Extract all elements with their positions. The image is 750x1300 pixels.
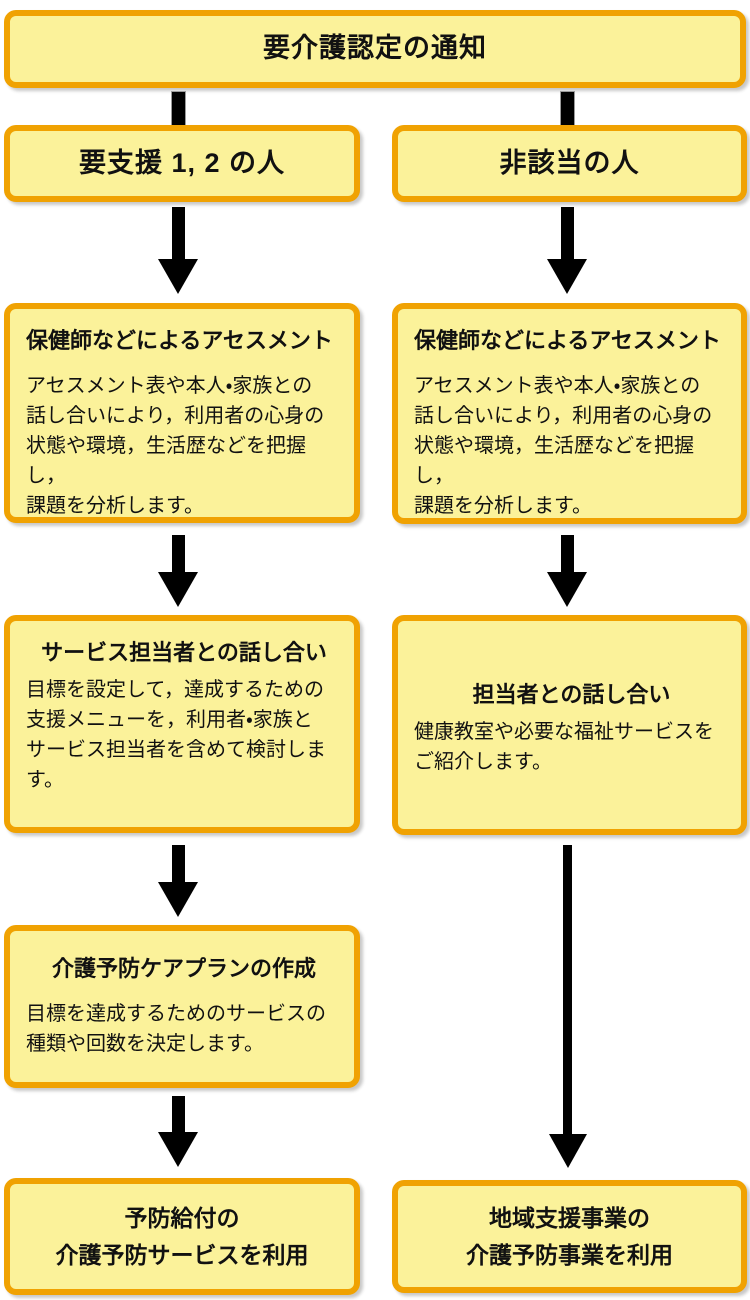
down-arrow-icon: [547, 207, 587, 295]
left-assessment-body: アセスメント表や本人・家族との 話し合いにより，利用者の心身の 状態や環境，生活…: [26, 374, 325, 517]
not-eligible-box: 非該当の人: [392, 125, 747, 202]
left-final-box: 予防給付の 介護予防サービスを利用: [4, 1178, 360, 1295]
right-final-box: 地域支援事業の 介護予防事業を利用: [392, 1180, 747, 1293]
long-down-arrow-icon: [549, 845, 587, 1168]
right-meeting-title: 担当者との話し合い: [472, 682, 671, 708]
left-meeting-title: サービス担当者との話し合い: [41, 640, 327, 665]
right-assessment-box: 保健師などによるアセスメント アセスメント表や本人・家族との 話し合いにより，利…: [392, 303, 747, 524]
not-eligible-title: 非該当の人: [499, 147, 640, 178]
right-final-title: 地域支援事業の 介護予防事業を利用: [466, 1204, 673, 1268]
arrow-head: [547, 259, 587, 294]
right-meeting-box: 担当者との話し合い 健康教室や必要な福祉サービスを ご紹介します。: [392, 615, 747, 835]
support-level-box: 要支援 1, 2 の人: [4, 125, 360, 202]
arrow-shaft: [561, 535, 574, 573]
down-arrow-icon: [158, 535, 198, 607]
arrow-head: [158, 1132, 198, 1167]
care-plan-box: 介護予防ケアプランの作成 目標を達成するためのサービスの 種類や回数を決定します…: [4, 925, 360, 1088]
down-arrow-icon: [547, 535, 587, 607]
notification-box: 要介護認定の通知: [4, 10, 746, 88]
right-assessment-title: 保健師などによるアセスメント: [414, 328, 721, 353]
notification-title: 要介護認定の通知: [263, 33, 487, 64]
left-assessment-title: 保健師などによるアセスメント: [26, 328, 333, 353]
arrow-head: [158, 572, 198, 607]
connector-bar-left: [171, 91, 186, 126]
arrow-head: [547, 572, 587, 607]
left-assessment-box: 保健師などによるアセスメント アセスメント表や本人・家族との 話し合いにより，利…: [4, 303, 360, 523]
down-arrow-icon: [158, 845, 198, 917]
right-meeting-body: 健康教室や必要な福祉サービスを ご紹介します。: [414, 720, 714, 773]
arrow-head: [158, 882, 198, 917]
left-final-title: 予防給付の 介護予防サービスを利用: [55, 1204, 309, 1268]
care-plan-body: 目標を達成するためのサービスの 種類や回数を決定します。: [26, 1002, 326, 1055]
arrow-head: [549, 1134, 587, 1168]
down-arrow-icon: [158, 207, 198, 295]
arrow-shaft: [561, 207, 574, 260]
arrow-shaft: [172, 845, 185, 883]
arrow-head: [158, 259, 198, 294]
arrow-shaft: [172, 207, 185, 260]
down-arrow-icon: [158, 1096, 198, 1167]
support-level-title: 要支援 1, 2 の人: [78, 147, 286, 178]
left-meeting-box: サービス担当者との話し合い 目標を設定して，達成するための 支援メニューを，利用…: [4, 615, 360, 833]
left-meeting-body: 目標を設定して，達成するための 支援メニューを，利用者・家族と サービス担当者を…: [26, 678, 326, 791]
arrow-shaft: [563, 845, 572, 1135]
arrow-shaft: [172, 535, 185, 573]
care-plan-title: 介護予防ケアプランの作成: [51, 956, 316, 981]
arrow-shaft: [172, 1096, 185, 1133]
right-assessment-body: アセスメント表や本人・家族との 話し合いにより，利用者の心身の 状態や環境，生活…: [414, 374, 713, 517]
connector-bar-right: [560, 91, 575, 126]
